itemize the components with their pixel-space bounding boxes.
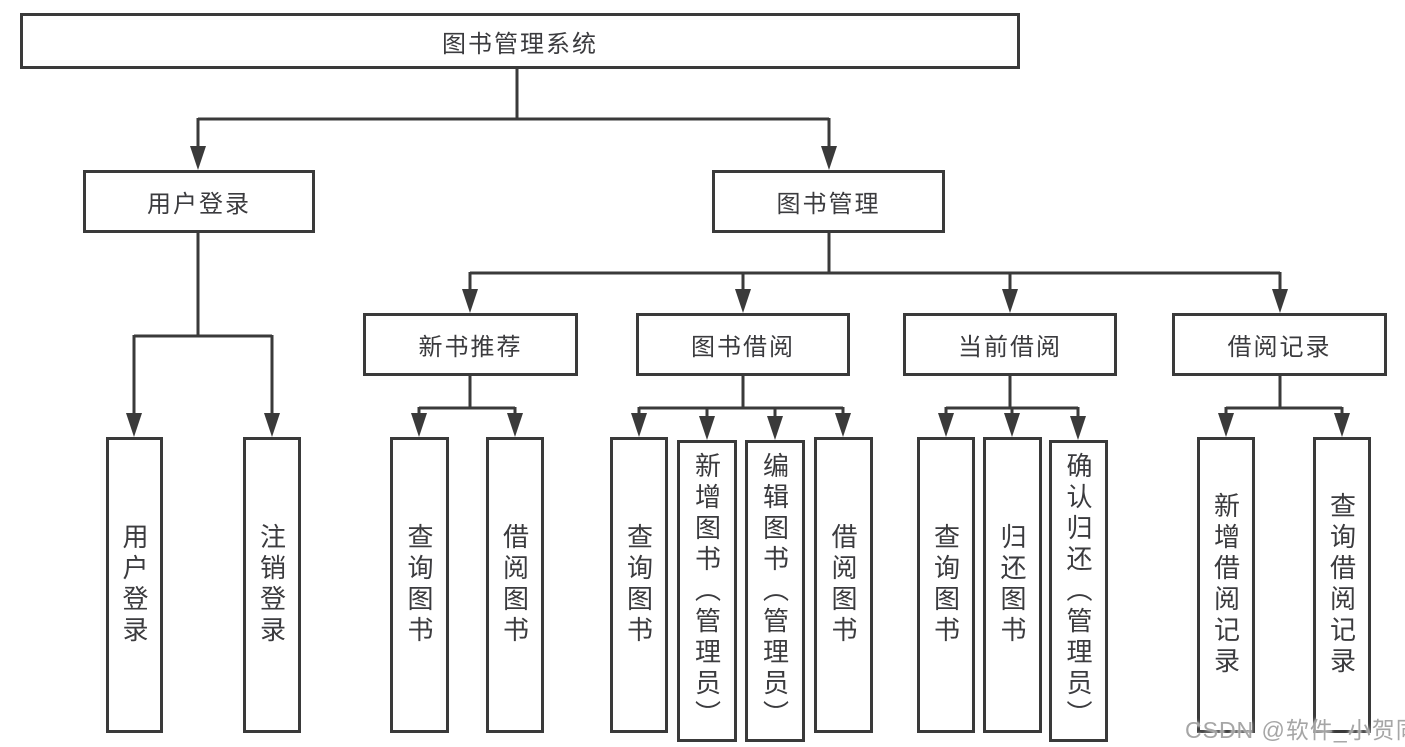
node-book-management: 图书管理	[712, 170, 945, 233]
node-current-borrowing: 当前借阅	[903, 313, 1117, 376]
node-book-management-label: 图书管理	[776, 191, 881, 218]
leaf-current-query: 查询图书	[917, 437, 975, 733]
leaf-current-return-label: 归还图书	[997, 523, 1027, 647]
leaf-borrowing-edit-admin: 编辑图书（管理员）	[745, 440, 805, 742]
leaf-newbooks-borrow: 借阅图书	[486, 437, 544, 733]
leaf-borrowing-query-label: 查询图书	[623, 523, 654, 647]
node-user-login: 用户登录	[83, 170, 315, 233]
leaf-records-add-label: 新增借阅记录	[1210, 492, 1241, 678]
node-book-borrowing-label: 图书借阅	[691, 334, 795, 361]
leaf-user-login-label: 用户登录	[119, 523, 149, 647]
node-borrowing-records: 借阅记录	[1172, 313, 1387, 376]
leaf-records-add: 新增借阅记录	[1197, 437, 1255, 733]
node-borrowing-records-label: 借阅记录	[1227, 334, 1332, 361]
csdn-watermark: CSDN @软件_小贺同学	[1185, 717, 1405, 743]
leaf-current-return: 归还图书	[983, 437, 1042, 733]
leaf-current-query-label: 查询图书	[930, 523, 961, 647]
node-root: 图书管理系统	[20, 13, 1020, 69]
leaf-current-confirm-admin-label: 确认归还（管理员）	[1063, 451, 1093, 731]
leaf-newbooks-borrow-label: 借阅图书	[499, 523, 530, 647]
leaf-current-confirm-admin: 确认归还（管理员）	[1049, 440, 1108, 742]
leaf-borrowing-add-admin-label: 新增图书（管理员）	[691, 451, 722, 731]
leaf-borrowing-query: 查询图书	[610, 437, 668, 733]
leaf-user-login: 用户登录	[106, 437, 163, 733]
node-new-book-recommend: 新书推荐	[363, 313, 578, 376]
leaf-records-query-label: 查询借阅记录	[1326, 492, 1357, 678]
node-book-borrowing: 图书借阅	[636, 313, 850, 376]
node-root-label: 图书管理系统	[442, 30, 598, 58]
leaf-borrowing-borrow-label: 借阅图书	[828, 523, 858, 647]
leaf-logout: 注销登录	[243, 437, 301, 733]
leaf-newbooks-query: 查询图书	[390, 437, 449, 733]
node-new-book-recommend-label: 新书推荐	[418, 334, 523, 361]
leaf-newbooks-query-label: 查询图书	[404, 523, 434, 647]
leaf-logout-label: 注销登录	[256, 523, 287, 647]
node-user-login-label: 用户登录	[147, 191, 251, 218]
leaf-records-query: 查询借阅记录	[1313, 437, 1371, 733]
leaf-borrowing-borrow: 借阅图书	[814, 437, 873, 733]
leaf-borrowing-add-admin: 新增图书（管理员）	[677, 440, 737, 742]
node-current-borrowing-label: 当前借阅	[958, 334, 1062, 361]
leaf-borrowing-edit-admin-label: 编辑图书（管理员）	[759, 451, 790, 731]
